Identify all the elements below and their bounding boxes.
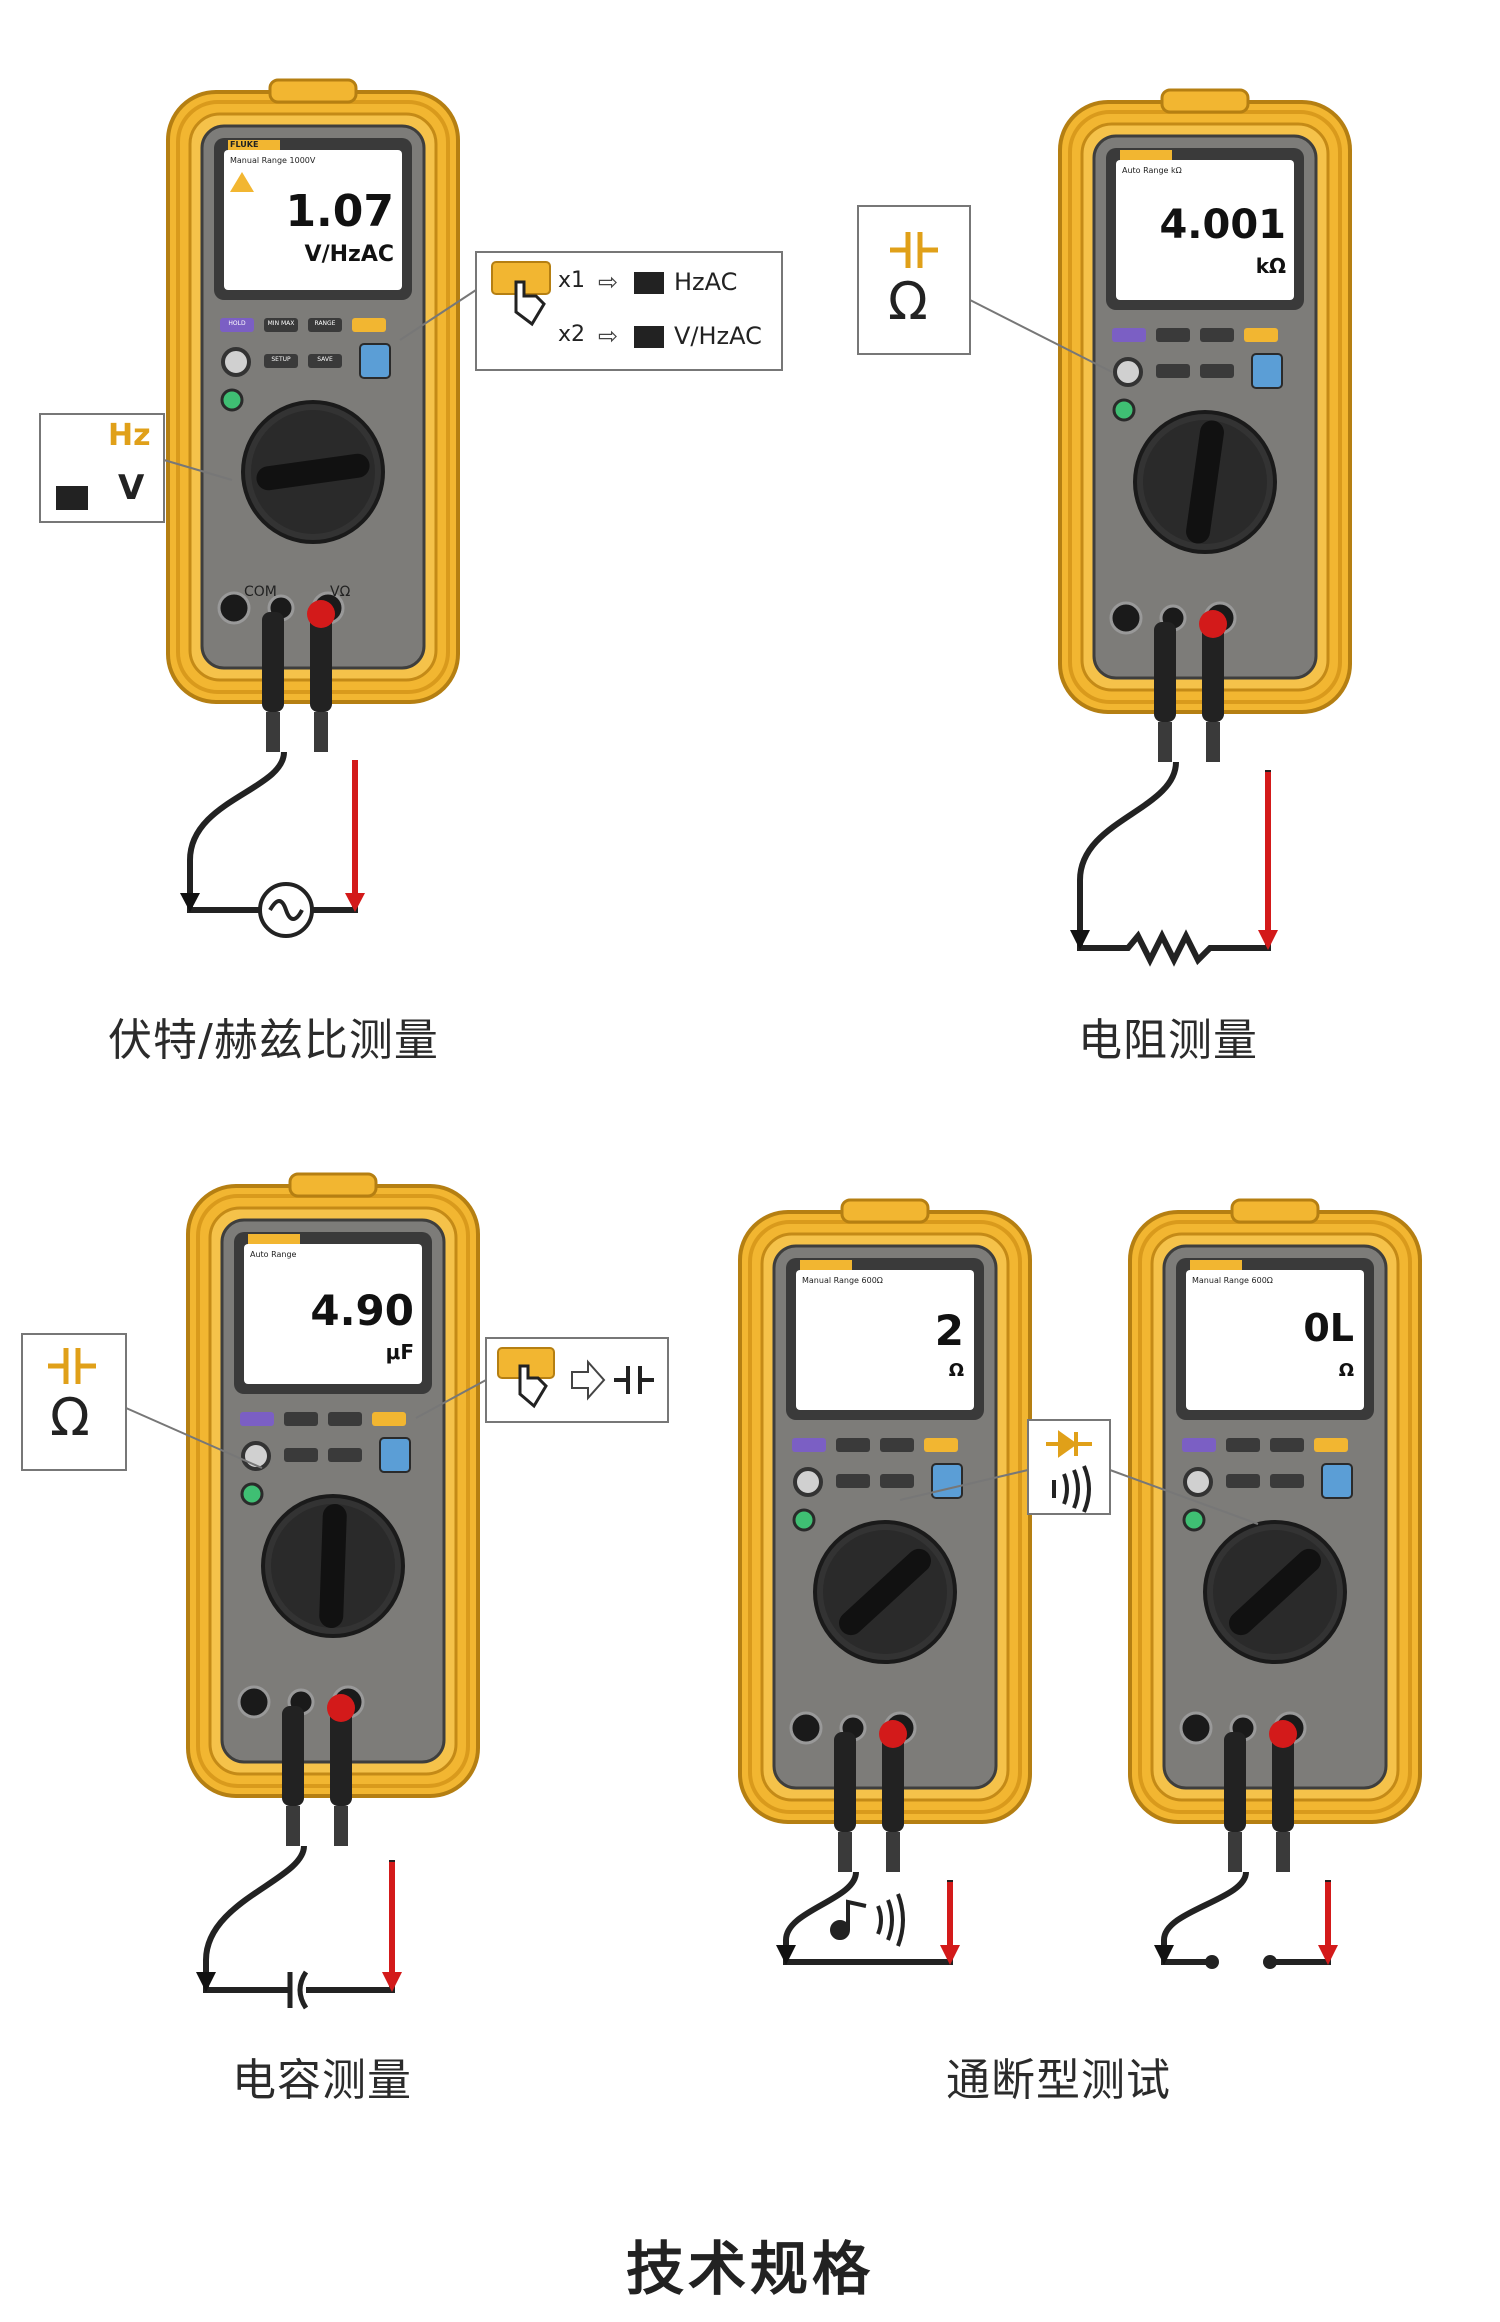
press-x1: x1 — [558, 268, 586, 293]
caption-continuity: 通断型测试 — [946, 2055, 1171, 2106]
reading: 0L — [1303, 1306, 1354, 1350]
reading: 1.07 — [285, 186, 394, 237]
reading: 4.001 — [1159, 202, 1286, 248]
unit: kΩ — [1255, 254, 1286, 278]
screen-capacitance: Auto Range 4.90 μF — [244, 1244, 422, 1384]
circuit-continuity-b — [1161, 1871, 1331, 1965]
continuity-icon — [1052, 1465, 1091, 1513]
screen-continuity-a: Manual Range 600Ω 2 Ω — [796, 1270, 974, 1410]
com-jack-label: COM — [244, 584, 277, 600]
press-x1-arrow-icon: ⇨ — [598, 268, 619, 296]
vohm-jack-label: VΩ — [330, 584, 351, 600]
capacitor-icon-2 — [48, 1348, 96, 1384]
callout-box-resistance — [857, 205, 971, 355]
meter-voltage — [166, 78, 460, 752]
callout-v: V — [118, 468, 145, 508]
screen-resistance: Auto Range kΩ 4.001 kΩ — [1116, 160, 1294, 300]
callout-ohm-resistance: Ω — [888, 272, 928, 332]
screen-continuity-b: Manual Range 600Ω 0L Ω — [1186, 1270, 1364, 1410]
range-text: Auto Range — [250, 1250, 297, 1259]
unit: Ω — [948, 1360, 964, 1381]
range-button: RANGE — [314, 320, 336, 327]
minmax-button: MIN MAX — [267, 320, 295, 327]
caption-voltage: 伏特/赫兹比测量 — [108, 1015, 439, 1066]
beeper-icon — [830, 1893, 905, 1947]
warning-icon — [230, 172, 254, 192]
range-text: Manual Range 600Ω — [1192, 1276, 1273, 1285]
press-x2-arrow-icon: ⇨ — [598, 322, 619, 350]
meter-capacitance — [186, 1172, 480, 1846]
hold-button: HOLD — [228, 320, 246, 327]
circuit-capacitance — [203, 1845, 395, 1993]
callout-box-continuity — [1027, 1419, 1111, 1515]
circuit-resistance — [1077, 761, 1271, 967]
pointer-hand-icon — [514, 280, 546, 327]
reading: 2 — [934, 1306, 964, 1355]
section-title: 技术规格 — [625, 2235, 874, 2303]
press-x2-result: V/HzAC — [674, 322, 762, 350]
press-x2: x2 — [558, 322, 586, 347]
meter-resistance — [1058, 88, 1352, 762]
lo-icon — [56, 486, 88, 510]
screen-voltage: FLUKE Manual Range 1000V 1.07 V/HzAC — [224, 140, 402, 290]
range-text: Auto Range kΩ — [1122, 166, 1182, 175]
callout-box-capacitance-left — [21, 1333, 127, 1471]
caption-resistance: 电阻测量 — [1078, 1015, 1258, 1066]
range-text: Manual Range 600Ω — [802, 1276, 883, 1285]
press-x1-result: HzAC — [674, 268, 738, 296]
circuit-voltage — [187, 751, 358, 913]
setup-button: SETUP — [271, 356, 291, 363]
caption-capacitance: 电容测量 — [232, 2055, 412, 2106]
callout-ohm-capacitance: Ω — [50, 1388, 90, 1448]
unit: μF — [385, 1340, 414, 1364]
unit: V/HzAC — [304, 242, 394, 267]
callout-hz: Hz — [108, 418, 151, 453]
range-text: Manual Range 1000V — [230, 156, 316, 165]
save-button: SAVE — [317, 356, 333, 363]
circuit-continuity-a — [783, 1871, 953, 1965]
brand-label: FLUKE — [230, 140, 259, 149]
meter-continuity-b — [1128, 1198, 1422, 1872]
diode-icon — [1046, 1430, 1092, 1458]
unit: Ω — [1338, 1360, 1354, 1381]
meter-continuity-a — [738, 1198, 1032, 1872]
capacitor-icon — [890, 232, 938, 268]
reading: 4.90 — [310, 1286, 414, 1335]
